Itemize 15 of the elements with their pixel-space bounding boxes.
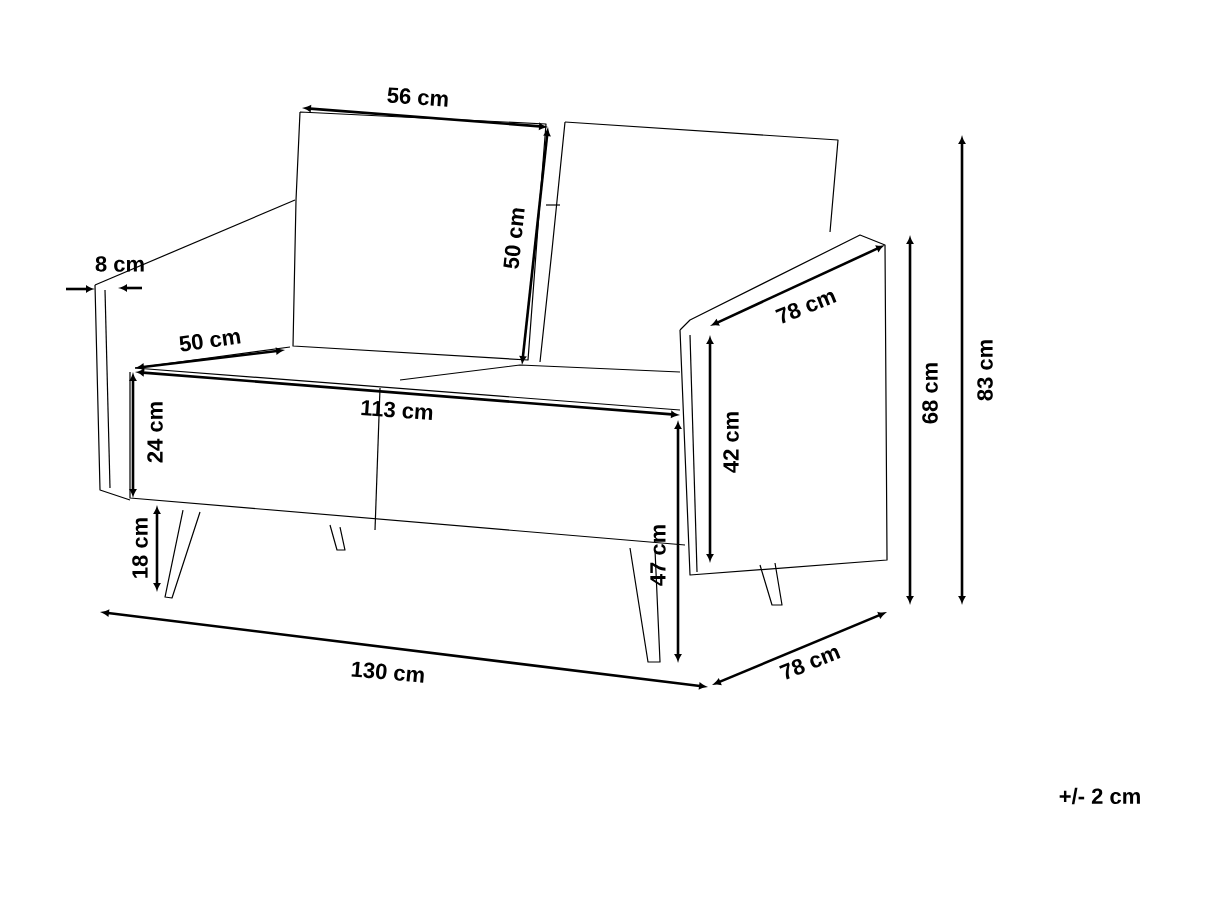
- dimension-label: 130 cm: [351, 661, 424, 683]
- tolerance-note: +/- 2 cm: [1059, 787, 1140, 805]
- dimension-label: 50 cm: [179, 332, 241, 352]
- dimension-label: 42 cm: [723, 412, 739, 473]
- dimension-label: 24 cm: [147, 402, 163, 463]
- dimension-label: 78 cm: [779, 647, 841, 680]
- dimension-label: 113 cm: [361, 400, 433, 420]
- dimension-label: 47 cm: [650, 525, 666, 586]
- dimension-label: 68 cm: [922, 363, 938, 424]
- dimension-label: 8 cm: [95, 256, 144, 272]
- dimension-label: 50 cm: [503, 208, 525, 269]
- dimension-label: 56 cm: [387, 87, 448, 107]
- dimension-label: 83 cm: [977, 340, 993, 401]
- dimension-label: 18 cm: [132, 518, 148, 578]
- dimension-label: 78 cm: [775, 291, 837, 324]
